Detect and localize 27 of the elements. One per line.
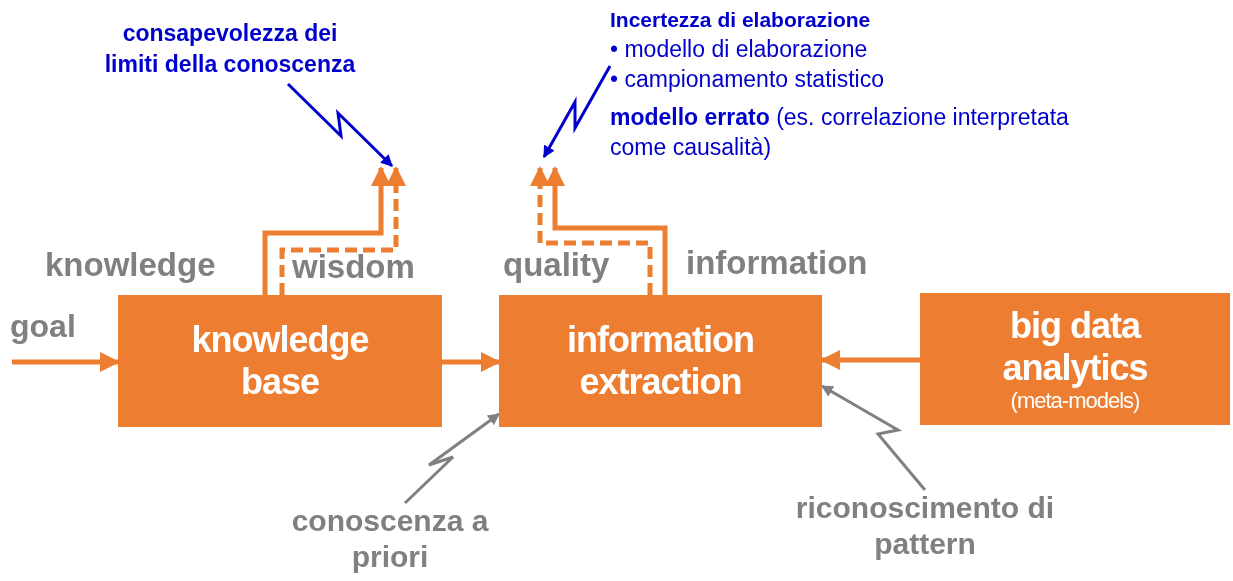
process-box: [118, 295, 442, 427]
arrow: [12, 352, 120, 372]
flow-label: wisdom: [292, 248, 415, 286]
arrow: [530, 166, 653, 295]
box-title: information extraction: [566, 319, 755, 403]
annotation-heading: Incertezza di elaborazione: [610, 8, 872, 32]
annotation-text: conoscenza a priori: [290, 503, 490, 579]
annotation-text: modello errato (es. correlazione interpretata come causalità): [610, 103, 1070, 162]
annotation-text: consapevolezza dei limiti della conoscenza: [100, 18, 360, 84]
flow-label: information: [686, 244, 868, 282]
lightning-arrow: [542, 65, 612, 159]
lightning-arrow: [286, 82, 394, 168]
bullet-item: • modello di elaborazione: [610, 35, 869, 64]
annotation-text: riconoscimento di pattern: [790, 490, 1060, 570]
box-title: big data analytics: [1001, 305, 1149, 389]
box-subtitle: (meta-models): [1010, 389, 1140, 413]
arrow: [279, 166, 406, 295]
arrow: [545, 166, 668, 295]
process-box: [920, 293, 1230, 425]
flow-label: knowledge: [45, 246, 216, 284]
bullet-item: • campionamento statistico: [610, 65, 885, 94]
flow-label: quality: [503, 246, 610, 284]
process-box: [499, 295, 822, 427]
lightning-arrow: [403, 412, 500, 505]
arrow: [262, 166, 391, 295]
box-title: knowledge base: [190, 319, 370, 403]
arrow: [442, 352, 501, 372]
